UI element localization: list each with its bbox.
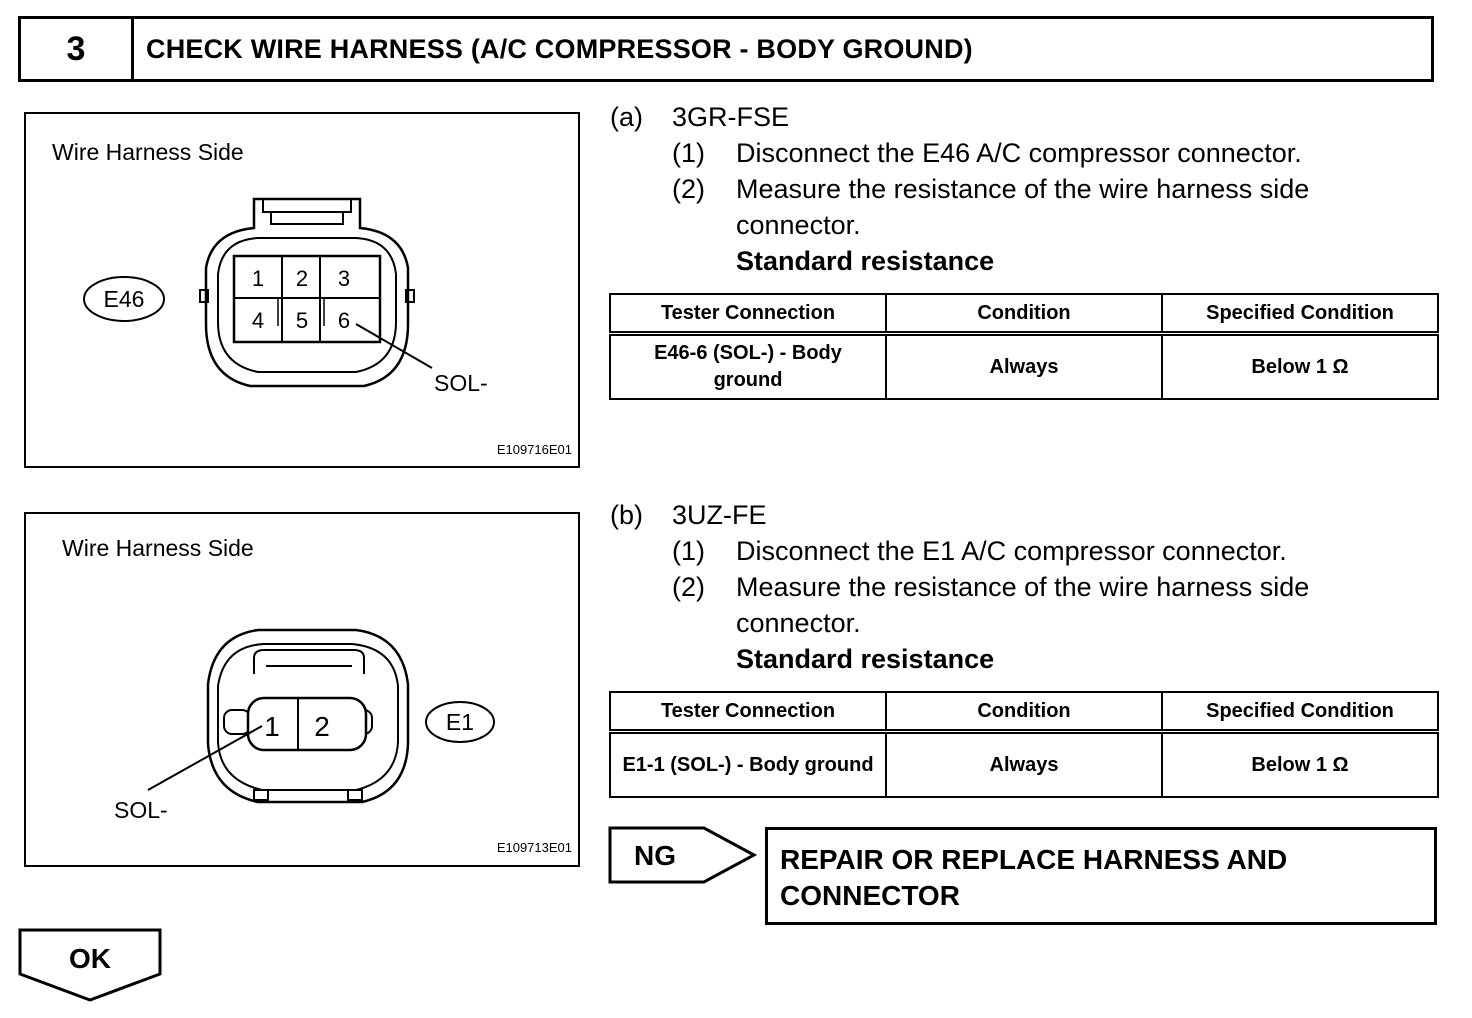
column-header: Specified Condition (1161, 293, 1439, 336)
right-arrow-icon (608, 826, 758, 884)
substep-marker: (1) (672, 536, 705, 566)
substep-text-continued: connector. (736, 608, 861, 638)
pin-1-label: 1 (264, 711, 280, 742)
step-number: 3 (21, 19, 134, 79)
connector-figure-e46: Wire Harness Side 1 2 3 4 5 6 E46 SOL- E… (24, 112, 580, 468)
engine-label: 3GR-FSE (672, 102, 790, 132)
substep-text: Disconnect the E1 A/C compressor connect… (736, 536, 1287, 566)
ng-arrow-tag[interactable]: NG (608, 826, 758, 886)
step-a-instructions: (a) 3GR-FSE (1) Disconnect the E46 A/C c… (610, 99, 1430, 279)
pin-5-label: 5 (296, 308, 308, 333)
ok-arrow-tag[interactable]: OK (18, 928, 164, 1004)
connector-id-label: E46 (104, 286, 145, 312)
column-header: Tester Connection (609, 293, 887, 336)
specified-condition-cell: Below 1 Ω (1161, 332, 1439, 400)
substep-text: Measure the resistance of the wire harne… (736, 572, 1310, 602)
connector-housing (204, 197, 410, 388)
tester-connection-cell: E46-6 (SOL-) - Body ground (609, 332, 887, 400)
step-title: CHECK WIRE HARNESS (A/C COMPRESSOR - BOD… (146, 33, 973, 64)
substep-marker: (2) (672, 572, 705, 602)
ng-label: NG (634, 840, 676, 871)
standard-resistance-heading: Standard resistance (736, 644, 995, 674)
spec-table-a: Tester Connection Condition Specified Co… (609, 293, 1439, 400)
step-a-marker: (a) (610, 102, 643, 132)
connector-id-ellipse (425, 701, 495, 743)
step-b-marker: (b) (610, 500, 643, 530)
condition-cell: Always (885, 730, 1163, 798)
pin-2-label: 2 (296, 266, 308, 291)
ok-label: OK (69, 943, 111, 974)
substep-marker: (1) (672, 138, 705, 168)
pin-4-label: 4 (252, 308, 264, 333)
engine-label: 3UZ-FE (672, 500, 767, 530)
condition-cell: Always (885, 332, 1163, 400)
step-header: 3 CHECK WIRE HARNESS (A/C COMPRESSOR - B… (18, 16, 1434, 82)
wire-harness-side-label: Wire Harness Side (62, 535, 254, 561)
substep-text-continued: connector. (736, 210, 861, 240)
spec-table-b: Tester Connection Condition Specified Co… (609, 691, 1439, 798)
down-arrow-icon (18, 928, 162, 1002)
substep-text: Measure the resistance of the wire harne… (736, 174, 1310, 204)
pin-1-label: 1 (252, 266, 264, 291)
ng-action-box: REPAIR OR REPLACE HARNESS AND CONNECTOR (765, 827, 1437, 925)
standard-resistance-heading: Standard resistance (736, 246, 995, 276)
pin-2-label: 2 (314, 711, 330, 742)
locking-tab (262, 199, 352, 213)
figure-code: E109713E01 (497, 840, 572, 855)
substep-marker: (2) (672, 174, 705, 204)
pin-6-label: 6 (338, 308, 350, 333)
substep-text: Disconnect the E46 A/C compressor connec… (736, 138, 1302, 168)
connector-figure-e1: Wire Harness Side 1 2 E1 SOL- E109713E01 (24, 512, 580, 867)
connector-housing (206, 628, 410, 804)
connector-diagram-e46: Wire Harness Side 1 2 3 4 5 6 E46 SOL- E… (52, 139, 572, 457)
wire-harness-side-label: Wire Harness Side (52, 139, 244, 165)
pin-cavity (246, 696, 368, 752)
tester-connection-cell: E1-1 (SOL-) - Body ground (609, 730, 887, 798)
callout-line (355, 323, 433, 369)
ng-action-text: REPAIR OR REPLACE HARNESS AND CONNECTOR (780, 844, 1288, 911)
connector-id-ellipse (83, 276, 165, 322)
pin-3-label: 3 (338, 266, 350, 291)
column-header: Condition (885, 691, 1163, 734)
connector-id-label: E1 (446, 709, 474, 735)
step-b-instructions: (b) 3UZ-FE (1) Disconnect the E1 A/C com… (610, 497, 1430, 677)
specified-condition-cell: Below 1 Ω (1161, 730, 1439, 798)
column-header: Tester Connection (609, 691, 887, 734)
figure-code: E109716E01 (497, 442, 572, 457)
column-header: Specified Condition (1161, 691, 1439, 734)
connector-diagram-e1: Wire Harness Side 1 2 E1 SOL- E109713E01 (62, 535, 572, 855)
sol-minus-callout: SOL- (434, 370, 488, 396)
locking-tab (253, 649, 365, 674)
sol-minus-callout: SOL- (114, 797, 168, 823)
callout-line (147, 725, 263, 791)
column-header: Condition (885, 293, 1163, 336)
